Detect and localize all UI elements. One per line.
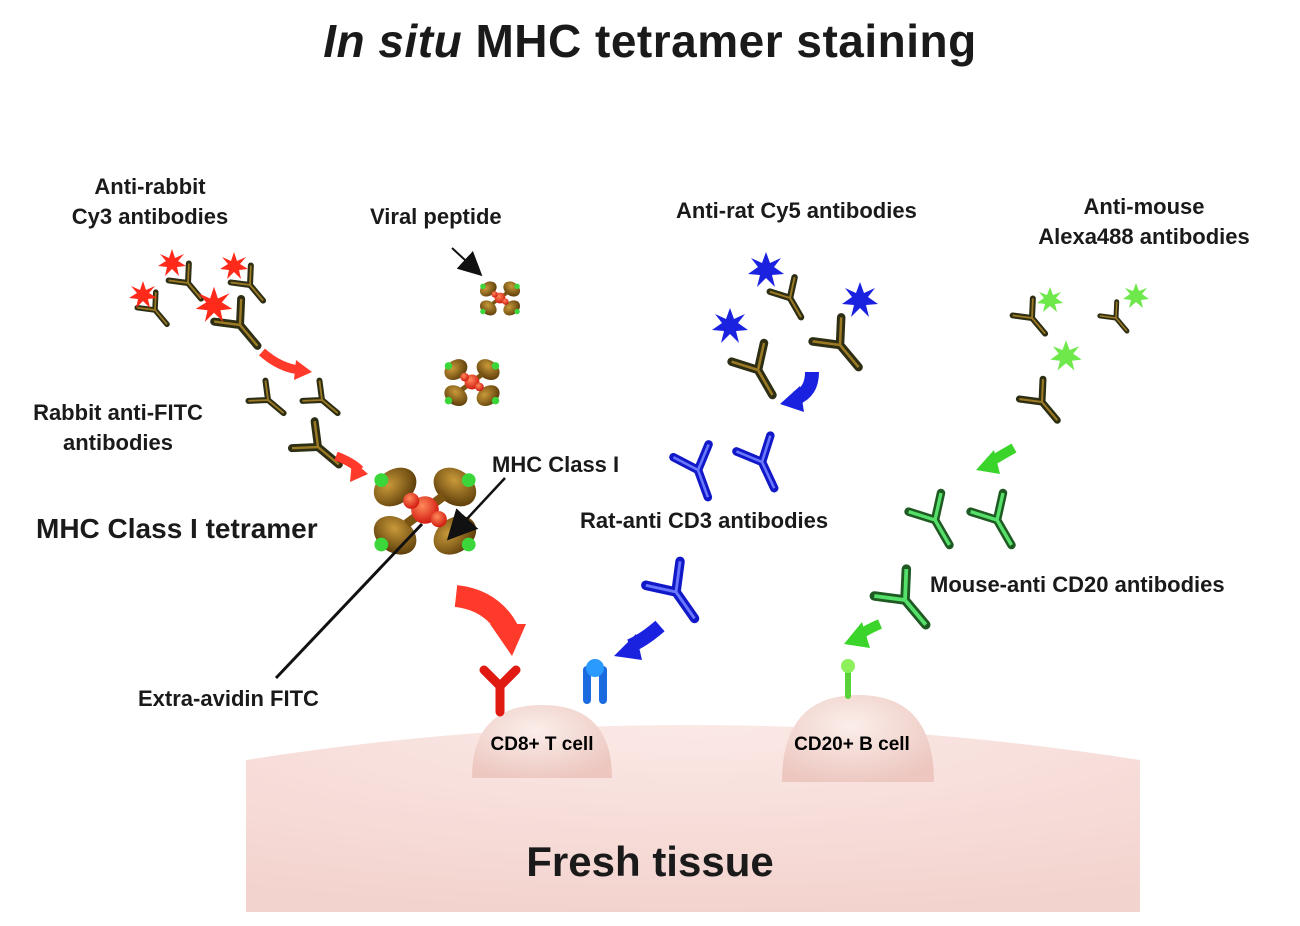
title-rest: MHC tetramer staining <box>475 15 977 67</box>
anti-rat-cy5-antibodies-icon <box>712 252 878 404</box>
tcr-receptor-icon <box>479 665 521 717</box>
anti-rat-label: Anti-rat Cy5 antibodies <box>676 198 917 223</box>
cd20-b-cell <box>782 695 934 782</box>
anti-rabbit-line1: Anti-rabbit <box>94 174 206 199</box>
extra-avidin-label: Extra-avidin FITC <box>138 686 319 711</box>
viral-peptide-tetramer-icon <box>440 276 525 410</box>
cd3-receptor-icon <box>583 659 607 704</box>
anti-rabbit-label: Anti-rabbit Cy3 antibodies <box>60 172 240 232</box>
anti-rabbit-line2: Cy3 antibodies <box>71 204 229 229</box>
cd8-cell-label: CD8+ T cell <box>491 734 594 755</box>
viral-peptide-arrow <box>451 247 483 277</box>
fresh-tissue-label: Fresh tissue <box>526 838 774 885</box>
green-curved-arrow-icon <box>844 443 1017 648</box>
anti-rabbit-cy3-antibodies-icon <box>129 249 273 357</box>
title-italic: In situ <box>323 15 463 67</box>
diagram-title: In situ MHC tetramer staining <box>0 14 1300 68</box>
anti-mouse-alexa488-antibodies-icon <box>1013 283 1149 430</box>
anti-mouse-line2: Alexa488 antibodies <box>1038 224 1250 249</box>
anti-mouse-line1: Anti-mouse <box>1083 194 1205 219</box>
rat-anti-cd3-label: Rat-anti CD3 antibodies <box>580 508 829 533</box>
rabbit-anti-fitc-line1: Rabbit anti-FITC <box>33 400 203 425</box>
viral-peptide-label: Viral peptide <box>370 204 502 229</box>
cd8-t-cell <box>472 705 612 778</box>
rabbit-anti-fitc-line2: antibodies <box>62 430 173 455</box>
mhc-tetramer-label: MHC Class I tetramer <box>36 513 318 544</box>
cd20-cell-label: CD20+ B cell <box>794 734 910 755</box>
mhc-class-i-pointer <box>446 477 506 541</box>
blue-curved-arrow-icon <box>614 371 819 660</box>
cd20-receptor-icon <box>841 659 855 699</box>
mhc-class-i-label: MHC Class I <box>492 452 620 477</box>
mouse-anti-cd20-antibodies-icon <box>874 493 1027 638</box>
red-curved-arrow-icon <box>259 348 526 656</box>
extra-avidin-pointer <box>274 522 424 680</box>
mouse-anti-cd20-label: Mouse-anti CD20 antibodies <box>930 572 1225 597</box>
rabbit-anti-fitc-label: Rabbit anti-FITC antibodies <box>14 398 222 458</box>
mhc-class-i-tetramer-icon <box>366 460 483 563</box>
anti-mouse-label: Anti-mouse Alexa488 antibodies <box>1014 192 1274 252</box>
rabbit-anti-fitc-antibodies-icon <box>248 381 350 478</box>
